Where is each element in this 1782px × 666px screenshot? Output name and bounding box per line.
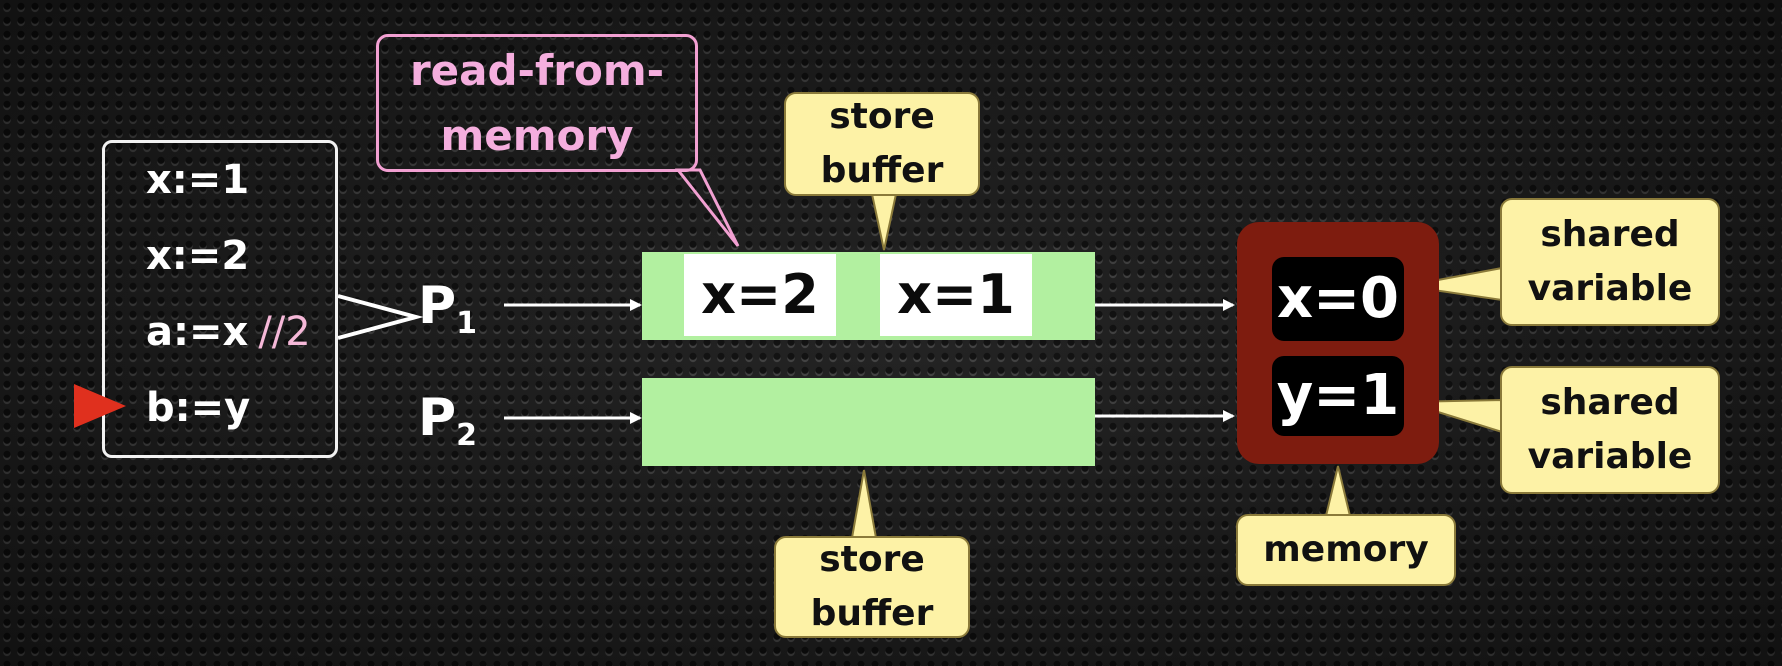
- memory-var-x: x=0: [1272, 257, 1404, 341]
- process-p1-name: P: [418, 276, 457, 336]
- store-buffer-top-line-2: buffer: [820, 150, 944, 191]
- triangle-right-icon: [74, 384, 126, 428]
- store-buffer-top-line-1: store: [829, 96, 935, 137]
- process-p1-index: 1: [456, 306, 477, 341]
- store-buffer-bottom-line-2: buffer: [810, 593, 934, 634]
- program-box: [102, 140, 338, 458]
- store-buffer-bottom-callout: store buffer: [774, 536, 970, 638]
- shared-variable-2-callout: shared variable: [1500, 366, 1720, 494]
- code-comment: //2: [258, 309, 311, 355]
- buffer-entry-x1: x=1: [880, 254, 1032, 336]
- memory-callout: memory: [1236, 514, 1456, 586]
- memory-callout-label: memory: [1263, 529, 1429, 570]
- process-p2-label: P2: [418, 392, 477, 451]
- code-line-2: x:=2: [146, 233, 250, 279]
- shared-variable-1-line-1: shared: [1540, 214, 1680, 255]
- program-to-p1-connector: [337, 294, 424, 340]
- shared-variable-2-line-1: shared: [1540, 382, 1680, 423]
- shared-variable-1-callout: shared variable: [1500, 198, 1720, 326]
- process-p2-name: P: [418, 388, 457, 448]
- read-from-memory-callout-tail: [674, 168, 740, 247]
- store-buffer-p2: [642, 378, 1095, 466]
- store-buffer-top-callout-tail: [870, 193, 898, 251]
- code-line-4: b:=y: [146, 385, 251, 431]
- memory-var-y: y=1: [1272, 356, 1404, 436]
- store-buffer-bottom-line-1: store: [819, 539, 925, 580]
- code-line-3: a:=x//2: [146, 312, 311, 352]
- shared-variable-2-line-2: variable: [1527, 436, 1693, 477]
- buffer-entry-x2: x=2: [684, 254, 836, 336]
- process-p1-label: P1: [418, 280, 477, 339]
- store-buffer-bottom-callout-tail: [850, 469, 878, 539]
- memory-callout-tail: [1324, 465, 1352, 517]
- code-line-3-text: a:=x: [146, 309, 249, 355]
- store-buffer-top-callout: store buffer: [784, 92, 980, 196]
- read-from-memory-line-2: memory: [440, 111, 634, 160]
- process-p2-index: 2: [456, 418, 477, 453]
- read-from-memory-callout: read-from- memory: [376, 34, 698, 172]
- read-from-memory-line-1: read-from-: [409, 45, 665, 95]
- code-line-1: x:=1: [146, 157, 250, 203]
- shared-variable-1-line-2: variable: [1527, 268, 1693, 309]
